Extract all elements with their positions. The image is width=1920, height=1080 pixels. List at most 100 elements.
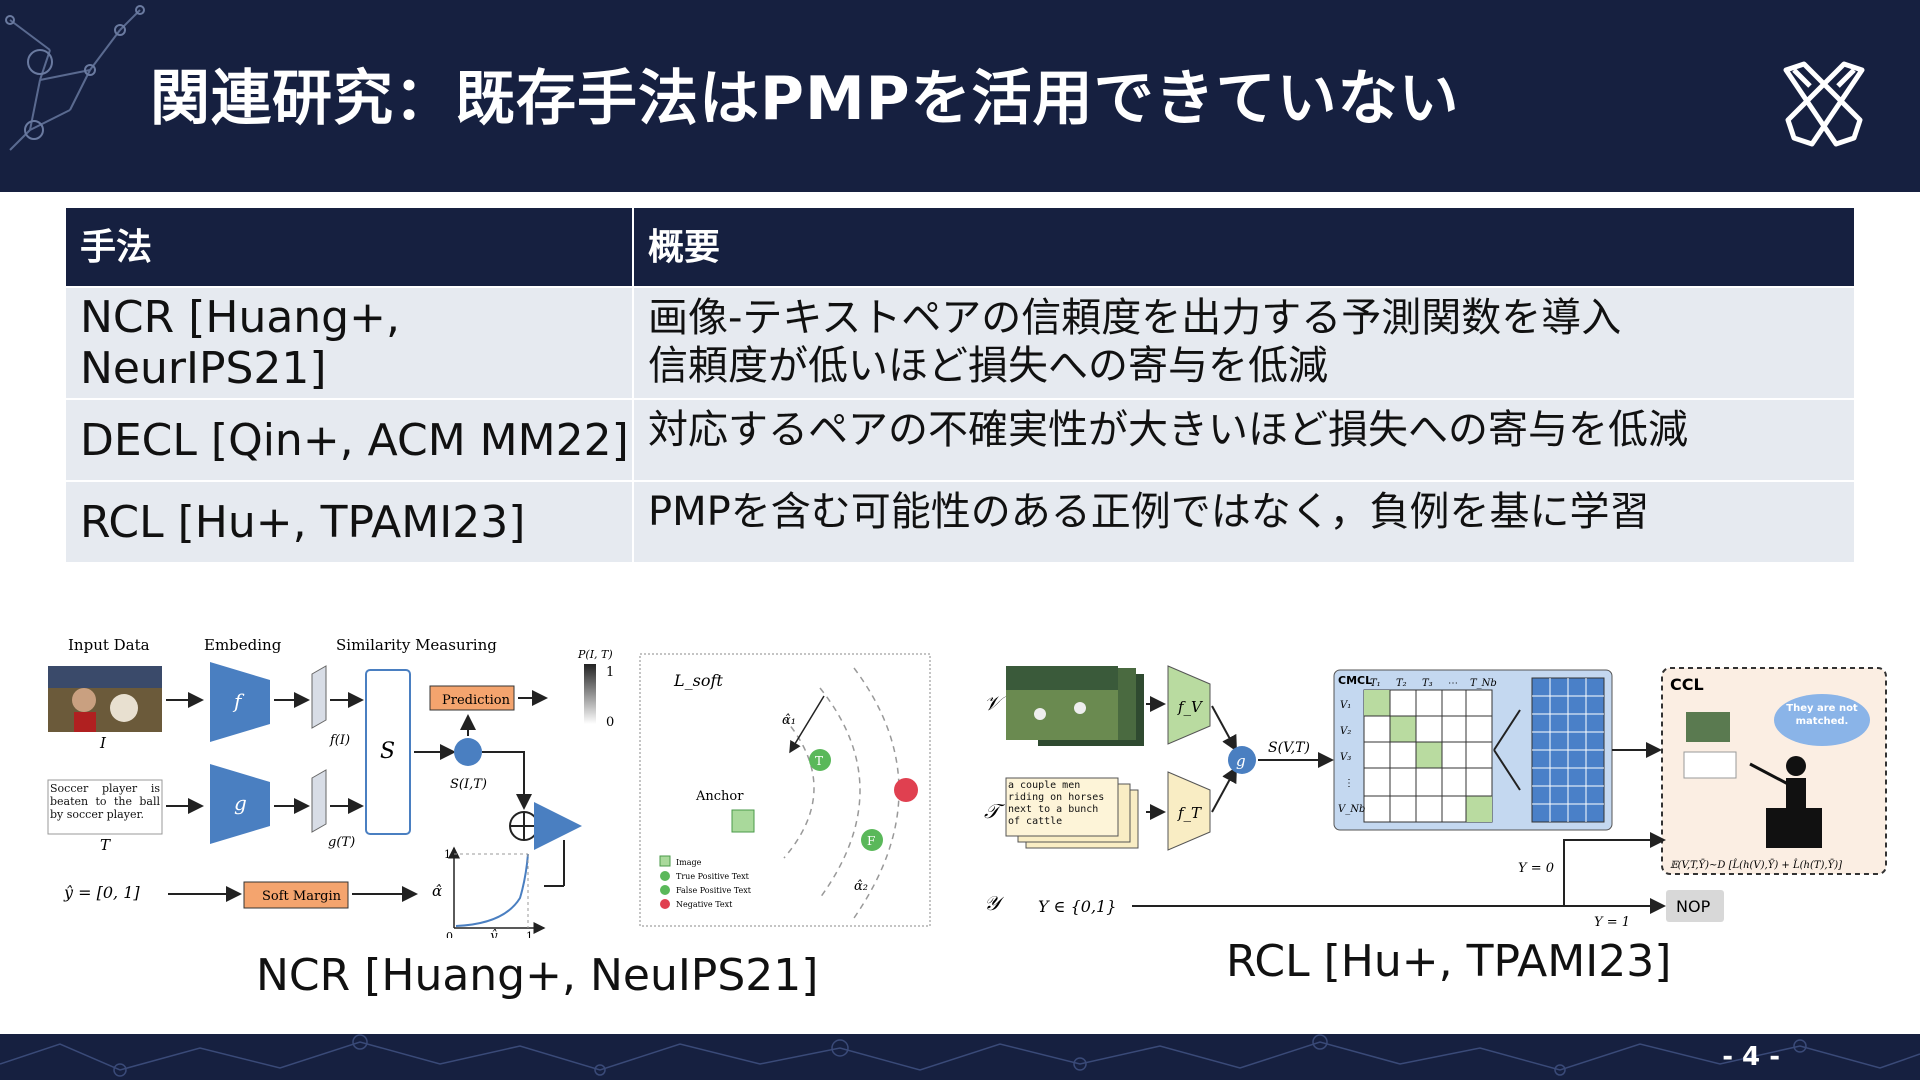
slide-footer: - 4 - <box>0 1034 1920 1080</box>
lsoft-label: L_soft <box>673 671 723 690</box>
probability-bar <box>584 664 596 724</box>
g-label: g <box>1236 752 1246 770</box>
slide-title: 関連研究：既存手法はPMPを活用できていない <box>150 64 1460 134</box>
T-label: 𝒯 <box>984 799 1006 823</box>
g-node <box>1228 746 1256 774</box>
soft-loss-panel <box>639 653 931 927</box>
ft-label: f_T <box>1177 804 1202 822</box>
col-dots: ⋯ <box>1448 678 1458 689</box>
summary-cell: 画像-テキストペアの信頼度を出力する予測関数を導入 信頼度が低いほど損失への寄与… <box>632 286 1856 400</box>
ccl-label: CCL <box>1670 675 1704 694</box>
related-work-table: 手法 概要 NCR [Huang+, NeurIPS21] 画像-テキストペアの… <box>64 206 1856 564</box>
encoder-g-label: g <box>234 791 247 815</box>
encoder-g <box>210 764 270 844</box>
caption-text-stack <box>1005 777 1119 837</box>
encoder-ft <box>1167 771 1211 851</box>
summary-line: 信頼度が低いほど損失への寄与を低減 <box>648 343 1328 389</box>
col-T2: T₂ <box>1396 678 1407 689</box>
gT-label: g(T) <box>328 835 355 850</box>
summary-line: PMPを含む可能性のある正例ではなく，負例を基に学習 <box>648 489 1650 535</box>
speech-bubble <box>1774 694 1870 746</box>
fI-label: f(I) <box>329 733 350 748</box>
network-decoration-icon <box>5 5 145 151</box>
legend-negative: Negative Text <box>676 900 733 909</box>
false-positive-marker <box>861 829 883 851</box>
prediction-label: Prediction <box>442 693 511 708</box>
similarity-node <box>454 738 482 766</box>
method-cell: DECL [Qin+, ACM MM22] <box>64 398 634 482</box>
nop-box <box>1666 890 1724 922</box>
y1-label: Y = 1 <box>1594 915 1630 930</box>
embeding-label: Embeding <box>204 636 282 654</box>
matrix-grid <box>1363 689 1493 823</box>
anchor-image <box>731 809 755 833</box>
y1-tick: 1 <box>444 848 451 861</box>
soft-margin-box <box>243 881 349 909</box>
Y-label: 𝒴 <box>984 891 1005 915</box>
fv-label: f_V <box>1177 698 1204 716</box>
T-marker-label: T <box>815 754 823 768</box>
method-cell: RCL [Hu+, TPAMI23] <box>64 480 634 564</box>
encoder-f <box>210 662 270 742</box>
speech-bubble-text: They are not matched. <box>1786 703 1858 727</box>
header-summary: 概要 <box>632 206 1856 288</box>
row-V2: V₂ <box>1340 726 1351 737</box>
soft-margin-label: Soft Margin <box>262 889 342 904</box>
nop-label: NOP <box>1676 897 1711 916</box>
PIT-label: P(I, T) <box>577 648 613 661</box>
rcl-figure-caption: RCL [Hu+, TPAMI23] <box>1226 936 1672 987</box>
method-cell: NCR [Huang+, NeurIPS21] <box>64 286 634 400</box>
slide-header: 関連研究：既存手法はPMPを活用できていない <box>0 0 1920 192</box>
teacher-icon <box>1749 756 1822 848</box>
row-dots: ⋮ <box>1344 778 1354 789</box>
anchor-label: Anchor <box>695 789 744 804</box>
rcl-architecture-figure: 𝒱 𝒯 𝒴 a couple men riding on horses next… <box>984 665 1887 930</box>
p1-label: 1 <box>606 665 614 680</box>
table-header-row: 手法 概要 <box>64 206 1856 288</box>
col-T1: T₁ <box>1370 678 1381 689</box>
alpha2-label: α̂₂ <box>854 879 868 894</box>
col-T3: T₃ <box>1422 678 1433 689</box>
caption-text-sample: a couple men riding on horses next to a … <box>1008 780 1105 827</box>
SIT-label: S(I,T) <box>450 777 487 792</box>
legend-image: Image <box>676 858 702 867</box>
table-row: RCL [Hu+, TPAMI23] PMPを含む可能性のある正例ではなく，負例… <box>64 480 1856 564</box>
negative-text-marker <box>894 778 918 802</box>
x0-tick: 0 <box>446 930 453 938</box>
similarity-label: Similarity Measuring <box>336 636 497 654</box>
S-label: S <box>380 739 395 764</box>
text-T-label: T <box>100 836 111 854</box>
yhat-label: ŷ = [0, 1] <box>63 883 140 902</box>
row-V3: V₃ <box>1340 752 1351 763</box>
table-row: DECL [Qin+, ACM MM22] 対応するペアの不確実性が大きいほど損… <box>64 398 1856 482</box>
encoder-fv <box>1167 665 1211 745</box>
x-axis-label: ŷ <box>489 929 498 938</box>
summary-line: 画像-テキストペアの信頼度を出力する予測関数を導入 <box>648 295 1622 341</box>
image-I-label: I <box>99 734 107 752</box>
cmcl-label: CMCL <box>1338 674 1372 687</box>
footer-network-decoration-icon <box>0 1034 1920 1077</box>
true-positive-marker <box>809 749 831 771</box>
legend-false-positive: False Positive Text <box>676 886 752 895</box>
x1-tick: 1 <box>526 930 533 938</box>
p0-label: 0 <box>606 715 614 730</box>
text-sample-box <box>47 779 163 835</box>
row-V1: V₁ <box>1340 700 1351 711</box>
header-method: 手法 <box>64 206 634 288</box>
svt-label: S(V,T) <box>1268 740 1310 756</box>
ncr-figure-caption: NCR [Huang+, NeuIPS21] <box>256 950 819 1001</box>
row-VNb: V_Nb <box>1338 804 1365 815</box>
text-sample: Soccer player is beaten to the ball by s… <box>50 782 160 821</box>
alpha-label: α̂ <box>432 882 442 900</box>
summary-line: 対応するペアの不確実性が大きいほど損失への寄与を低減 <box>648 407 1688 453</box>
page-number: - 4 - <box>1722 1042 1780 1072</box>
y0-label: Y = 0 <box>1518 861 1554 876</box>
y-in-label: Y ∈ {0,1} <box>1038 897 1116 916</box>
ccl-loss-formula: 𝔼(V,T,Ȳ)~D [L̂(h(V),Ȳ) + L̂(h(T),Ȳ)] <box>1670 859 1842 871</box>
table-row: NCR [Huang+, NeurIPS21] 画像-テキストペアの信頼度を出力… <box>64 286 1856 400</box>
crossed-pens-logo-icon <box>1783 61 1865 147</box>
col-TNb: T_Nb <box>1470 678 1497 689</box>
input-data-label: Input Data <box>68 636 150 654</box>
summary-cell: 対応するペアの不確実性が大きいほど損失への寄与を低減 <box>632 398 1856 482</box>
prediction-box <box>429 685 515 711</box>
